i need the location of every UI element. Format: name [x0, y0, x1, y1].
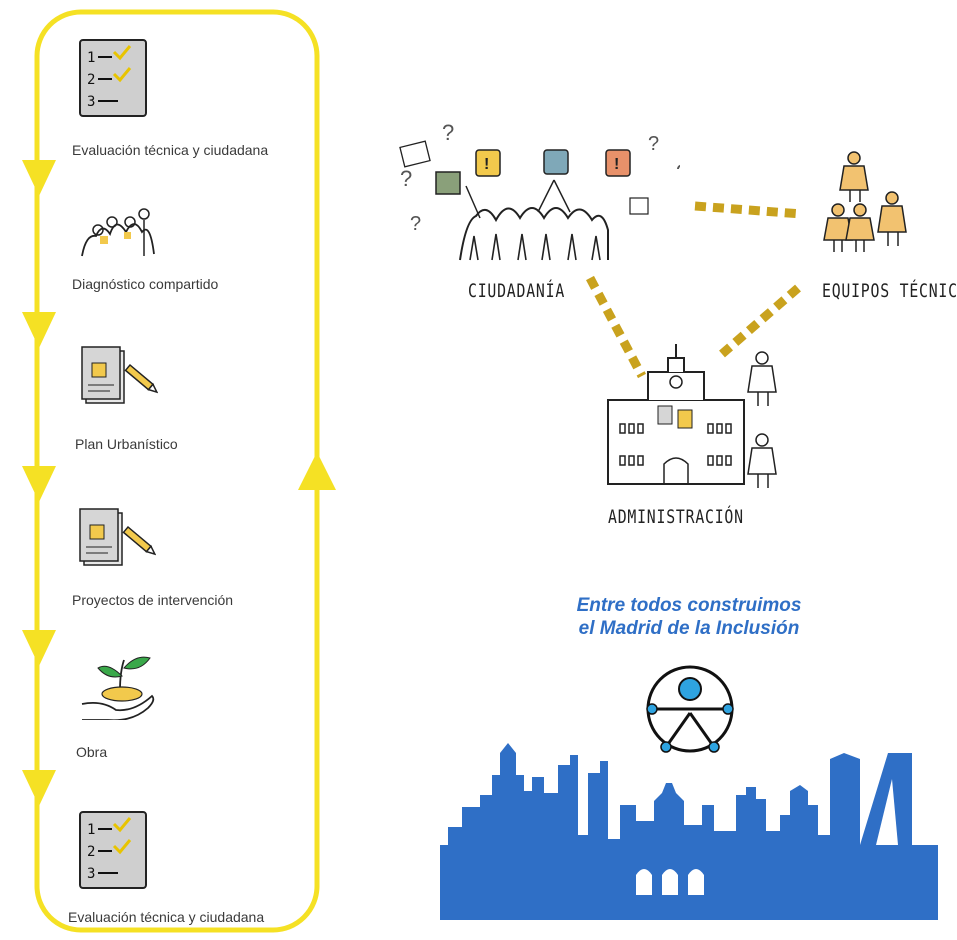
- svg-text:!: !: [484, 156, 489, 173]
- step-label-obra: Obra: [76, 744, 108, 760]
- svg-text:?: ?: [410, 213, 421, 235]
- group-discussion-icon: [81, 208, 155, 257]
- svg-text:1: 1: [87, 50, 95, 66]
- city-hall-icon: [607, 344, 777, 488]
- svg-text:?: ?: [400, 166, 412, 191]
- actor-label-administracion: ADMINISTRACIÓN: [608, 506, 744, 528]
- madrid-skyline-icon: [440, 743, 938, 920]
- loop-track: [22, 9, 336, 933]
- inclusion-banner: Entre todos construimos el Madrid de la …: [440, 585, 938, 920]
- actor-label-equipos: EQUIPOS TÉCNICOS: [822, 280, 957, 302]
- step-label-evaluacion-2: Evaluación técnica y ciudadana: [68, 909, 265, 925]
- connector-lines: [586, 201, 803, 379]
- step-label-proyectos: Proyectos de intervención: [72, 592, 234, 608]
- banner-title-line-2: el Madrid de la Inclusión: [578, 618, 800, 639]
- citizen-crowd-icon: ! ! ? ? ? ? ?: [399, 120, 680, 261]
- svg-text:!: !: [614, 156, 619, 173]
- actors-diagram: ! ! ? ? ? ? ? CIUDADANÍA EQUIPOS TÉ: [340, 90, 957, 540]
- accessibility-figure-icon: [646, 665, 734, 753]
- svg-text:2: 2: [87, 72, 95, 88]
- svg-text:2: 2: [87, 844, 95, 860]
- checklist-icon: 1 2 3: [79, 39, 147, 117]
- step-label-plan: Plan Urbanístico: [75, 436, 178, 452]
- svg-text:3: 3: [87, 94, 95, 110]
- step-label-diagnostico: Diagnóstico compartido: [72, 276, 219, 292]
- actor-label-ciudadania: CIUDADANÍA: [468, 280, 566, 302]
- document-pencil-icon: [81, 346, 158, 404]
- svg-text:?: ?: [442, 120, 454, 145]
- svg-text:?: ?: [676, 160, 680, 185]
- process-loop: 1 2 3 Evaluación técnica y ciudadana Dia…: [0, 0, 340, 940]
- document-pencil-icon: [79, 508, 156, 566]
- step-label-evaluacion-1: Evaluación técnica y ciudadana: [72, 142, 269, 158]
- technical-team-icon: [823, 151, 907, 252]
- down-arrow-icons: [22, 160, 56, 806]
- svg-text:?: ?: [648, 133, 659, 155]
- checklist-icon: 1 2 3: [79, 811, 147, 889]
- sprout-in-hand-icon: [81, 656, 155, 720]
- banner-title-line-1: Entre todos construimos: [576, 595, 802, 616]
- svg-text:1: 1: [87, 822, 95, 838]
- up-arrow-icon: [298, 452, 336, 490]
- svg-text:3: 3: [87, 866, 95, 882]
